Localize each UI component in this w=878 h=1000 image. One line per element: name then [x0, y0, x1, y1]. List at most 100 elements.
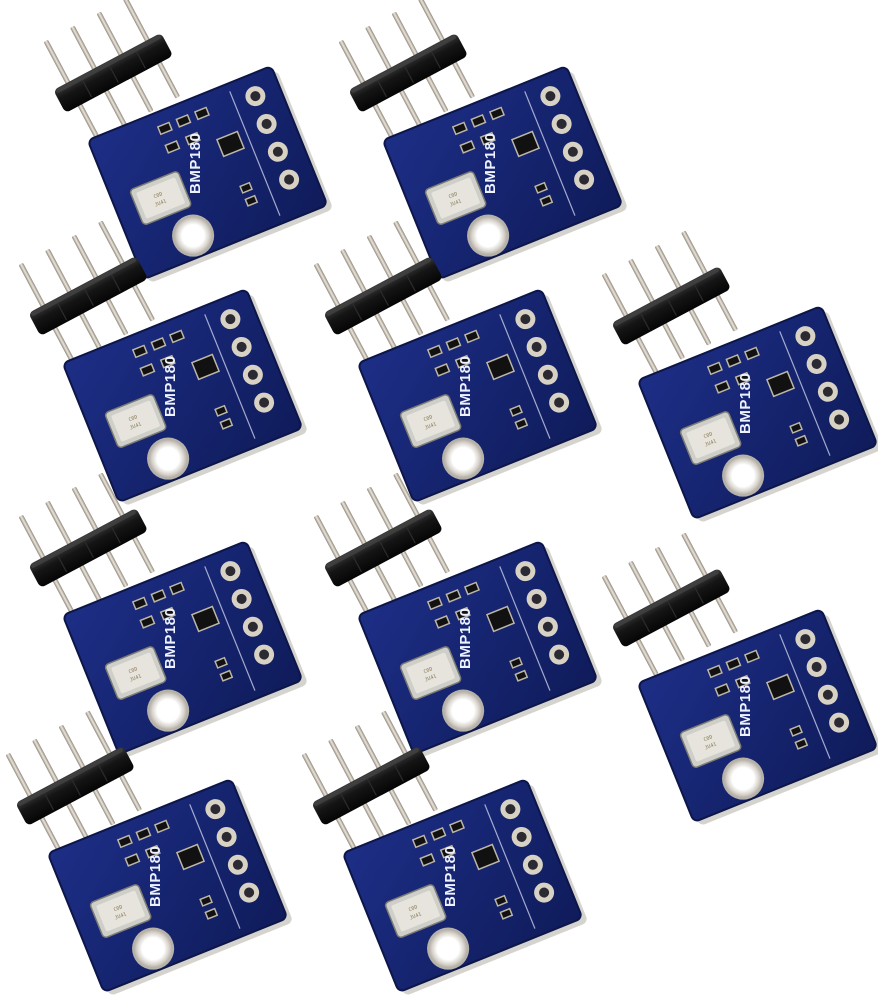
smd-component — [734, 674, 751, 689]
smd-component — [514, 417, 529, 430]
smd-component — [494, 894, 508, 907]
smd-component — [743, 649, 761, 664]
smd-component — [175, 113, 192, 128]
smd-component — [534, 181, 548, 194]
sensor-marking-line1: C0D — [128, 666, 139, 675]
sensor-marking-line2: JU41 — [409, 911, 422, 921]
smd-component — [539, 194, 554, 207]
smd-component — [434, 362, 451, 377]
smd-component — [499, 907, 514, 920]
board-label: BMP180 — [442, 846, 459, 907]
smd-component — [244, 194, 259, 207]
smd-component — [131, 596, 148, 611]
sensor-marking-line2: JU41 — [424, 421, 437, 431]
smd-component — [714, 379, 731, 394]
smd-component — [175, 843, 206, 871]
smd-component — [199, 894, 213, 907]
smd-component — [794, 737, 809, 750]
sensor-marking-line1: C0D — [448, 191, 459, 200]
smd-component — [150, 336, 167, 351]
smd-component — [510, 130, 541, 158]
smd-component — [485, 605, 516, 633]
pin-header — [314, 472, 450, 616]
board-label: BMP180 — [737, 676, 754, 737]
smd-component — [426, 344, 443, 359]
pin-header — [602, 230, 738, 374]
sensor-marking-line2: JU41 — [129, 421, 142, 431]
smd-component — [219, 417, 234, 430]
smd-component — [156, 121, 173, 136]
pin-header — [44, 0, 180, 141]
mounting-hole — [722, 757, 765, 800]
smd-component — [411, 834, 428, 849]
pin-header — [339, 0, 475, 141]
board-label: BMP180 — [482, 133, 499, 194]
smd-component — [184, 131, 201, 146]
sensor-marking-line1: C0D — [408, 904, 419, 913]
mounting-hole — [467, 214, 510, 257]
smd-component — [159, 354, 176, 369]
smd-component — [454, 354, 471, 369]
mounting-hole — [722, 454, 765, 497]
smd-component — [765, 673, 796, 701]
smd-component — [193, 106, 211, 121]
sensor-marking-line1: C0D — [423, 666, 434, 675]
smd-component — [485, 353, 516, 381]
smd-component — [419, 852, 436, 867]
smd-component — [135, 826, 152, 841]
smd-component — [168, 329, 186, 344]
sensor-marking-line1: C0D — [153, 191, 164, 200]
mounting-hole — [147, 437, 190, 480]
sensor-marking-line2: JU41 — [704, 741, 717, 751]
smd-component — [139, 614, 156, 629]
board-label: BMP180 — [187, 133, 204, 194]
smd-component — [454, 606, 471, 621]
board-label: BMP180 — [457, 356, 474, 417]
smd-component — [219, 669, 234, 682]
smd-component — [426, 596, 443, 611]
board-label: BMP180 — [147, 846, 164, 907]
smd-component — [463, 329, 481, 344]
sensor-marking-line2: JU41 — [424, 673, 437, 683]
smd-component — [509, 656, 523, 669]
sensor-marking-line1: C0D — [703, 734, 714, 743]
smd-component — [190, 353, 221, 381]
sensor-marking-line1: C0D — [423, 414, 434, 423]
mounting-hole — [147, 689, 190, 732]
smd-component — [153, 819, 171, 834]
smd-component — [139, 362, 156, 377]
mounting-hole — [132, 927, 175, 970]
sensor-marking-line1: C0D — [128, 414, 139, 423]
smd-component — [144, 844, 161, 859]
smd-component — [725, 353, 742, 368]
smd-component — [451, 121, 468, 136]
smd-component — [459, 139, 476, 154]
smd-component — [789, 724, 803, 737]
sensor-marking-line2: JU41 — [114, 911, 127, 921]
pin-header — [6, 710, 142, 854]
smd-component — [190, 605, 221, 633]
mounting-hole — [427, 927, 470, 970]
smd-component — [509, 404, 523, 417]
board-label: BMP180 — [162, 608, 179, 669]
smd-component — [214, 404, 228, 417]
smd-component — [794, 434, 809, 447]
smd-component — [204, 907, 219, 920]
smd-component — [445, 336, 462, 351]
board-label: BMP180 — [162, 356, 179, 417]
pin-header — [19, 220, 155, 364]
